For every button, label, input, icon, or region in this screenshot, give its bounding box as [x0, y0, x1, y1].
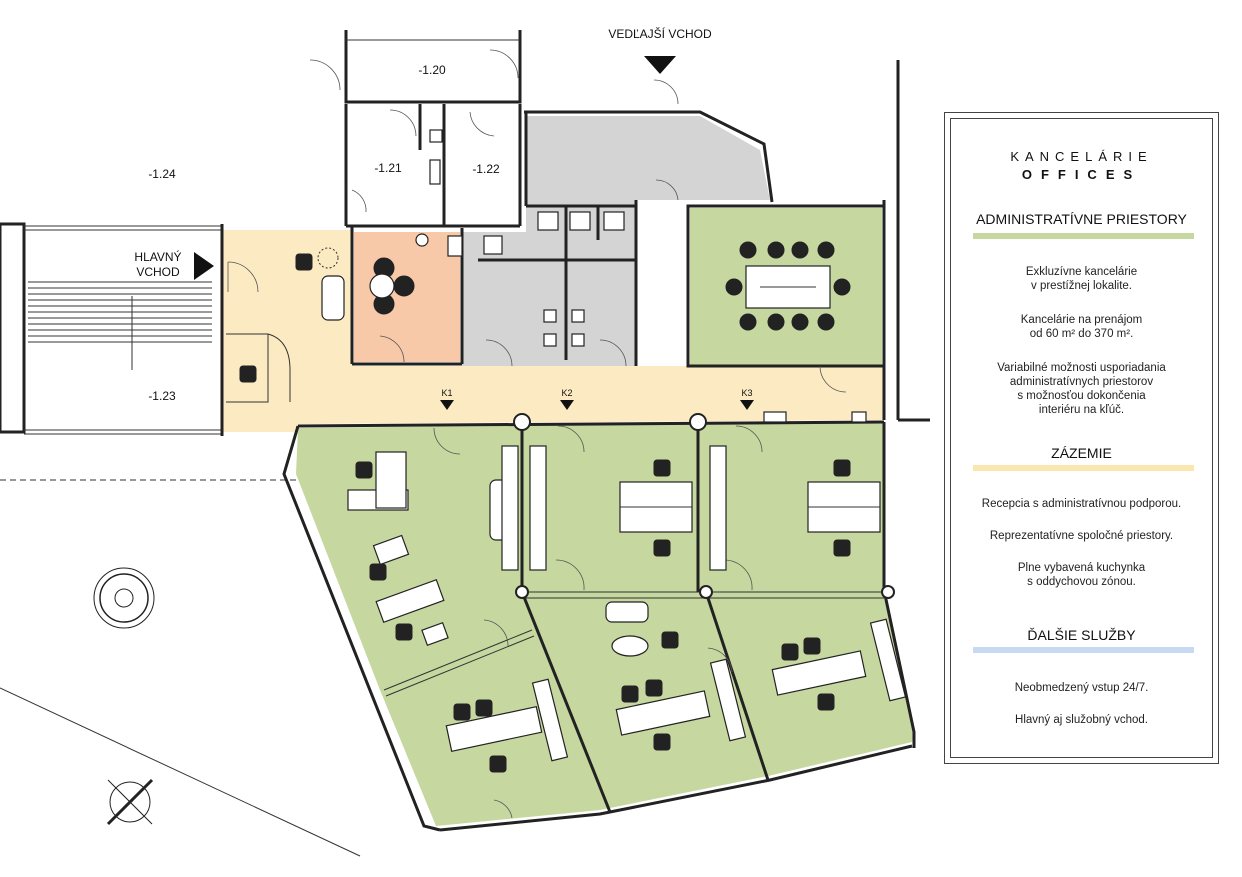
- columns: [513, 413, 895, 599]
- stair-hall: [0, 222, 298, 481]
- marker-k3: K3: [741, 388, 752, 398]
- k1-arrow-icon: [440, 400, 454, 410]
- side-entrance-label: VEDĽAJŠÍ VCHOD: [608, 26, 712, 41]
- room-label-124: -1.24: [148, 167, 176, 181]
- k3-arrow-icon: [740, 400, 754, 410]
- section-admin-heading: ADMINISTRATÍVNE PRIESTORY: [976, 211, 1187, 227]
- room-label-121: -1.21: [374, 161, 402, 175]
- section-admin-text-1: Exkluzívne kancelárie v prestížnej lokal…: [1025, 266, 1138, 292]
- marker-k2: K2: [561, 388, 572, 398]
- section-admin-text-3: Variabilné možnosti usporiadania adminis…: [997, 362, 1166, 416]
- site-line: [0, 687, 361, 857]
- side-entrance-arrow-icon: [644, 56, 676, 74]
- compass-icon: [93, 567, 155, 629]
- room-label-123: -1.23: [148, 389, 176, 403]
- marker-k1: K1: [441, 388, 452, 398]
- legend-title-en: OFFICES: [1021, 167, 1142, 182]
- section-zazemie-bar: [973, 465, 1194, 471]
- north-arrow-icon: [106, 778, 154, 826]
- doors: [227, 49, 847, 819]
- section-zazemie-text-2: Reprezentatívne spoločné priestory.: [989, 530, 1174, 542]
- section-sluzby-bar: [973, 647, 1194, 653]
- main-entrance-label-2: VCHOD: [136, 265, 180, 279]
- section-sluzby-heading: ĎALŠIE SLUŽBY: [1027, 627, 1136, 643]
- reception-corridor: [222, 230, 884, 432]
- legend-frame: KANCELÁRIE OFFICES ADMINISTRATÍVNE PRIES…: [950, 118, 1213, 758]
- main-entrance-arrow-icon: [194, 252, 214, 280]
- legend-panel: KANCELÁRIE OFFICES ADMINISTRATÍVNE PRIES…: [944, 112, 1219, 764]
- section-zazemie-heading: ZÁZEMIE: [1051, 445, 1112, 461]
- furniture: [226, 129, 907, 773]
- legend-title-sk: KANCELÁRIE: [1010, 149, 1153, 164]
- section-admin-bar: [973, 233, 1194, 239]
- room-label-122: -1.22: [472, 162, 500, 176]
- main-entrance-label-1: HLAVNÝ: [134, 249, 181, 264]
- kitchen-room: [354, 232, 460, 362]
- service-area: [462, 116, 770, 366]
- section-zazemie-text-3: Plne vybavená kuchynka s oddychovou zóno…: [1017, 562, 1146, 588]
- section-zazemie-text-1: Recepcia s administratívnou podporou.: [981, 498, 1182, 510]
- section-sluzby-text-2: Hlavný aj služobný vchod.: [1015, 714, 1148, 726]
- section-sluzby-text-1: Neobmedzený vstup 24/7.: [1014, 682, 1149, 694]
- room-label-120: -1.20: [418, 63, 446, 77]
- k2-arrow-icon: [560, 400, 574, 410]
- section-admin-text-2: Kancelárie na prenájom od 60 m² do 370 m…: [1020, 314, 1143, 340]
